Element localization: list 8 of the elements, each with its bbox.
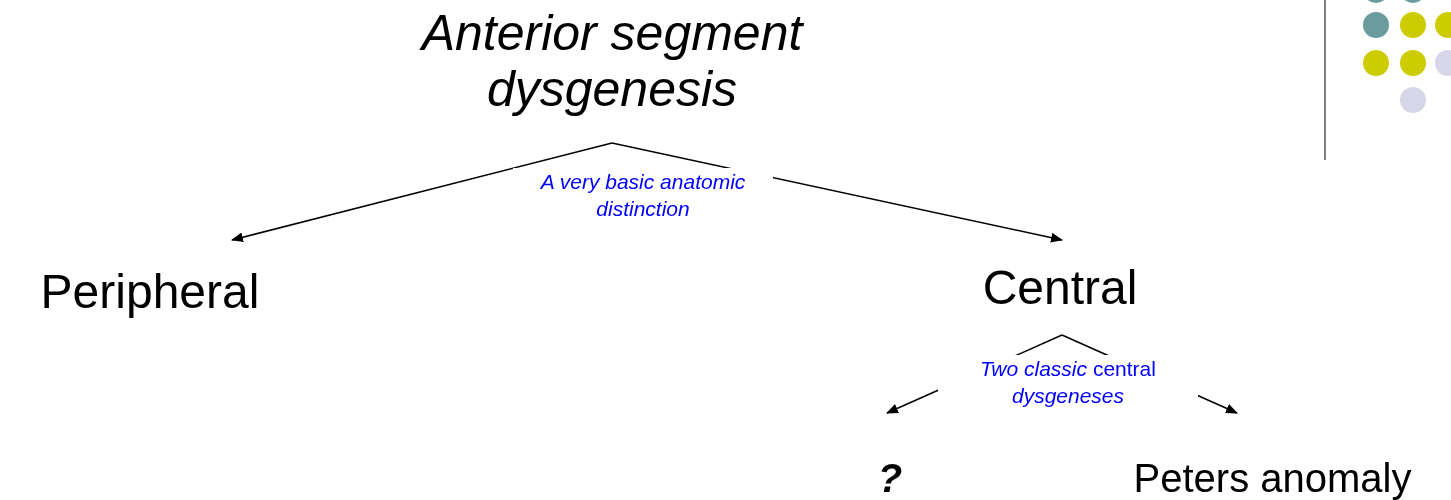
arrow [231, 142, 613, 243]
node-label: Anterior segment dysgenesis [418, 5, 805, 117]
node-label: Central [982, 260, 1138, 316]
node-label: Peters anomaly [1133, 456, 1412, 500]
annotation-text: Two classic central dysgeneses [938, 355, 1198, 409]
arrow [611, 142, 1063, 243]
node-label: ? [877, 456, 903, 500]
node-label: Peripheral [40, 264, 260, 320]
